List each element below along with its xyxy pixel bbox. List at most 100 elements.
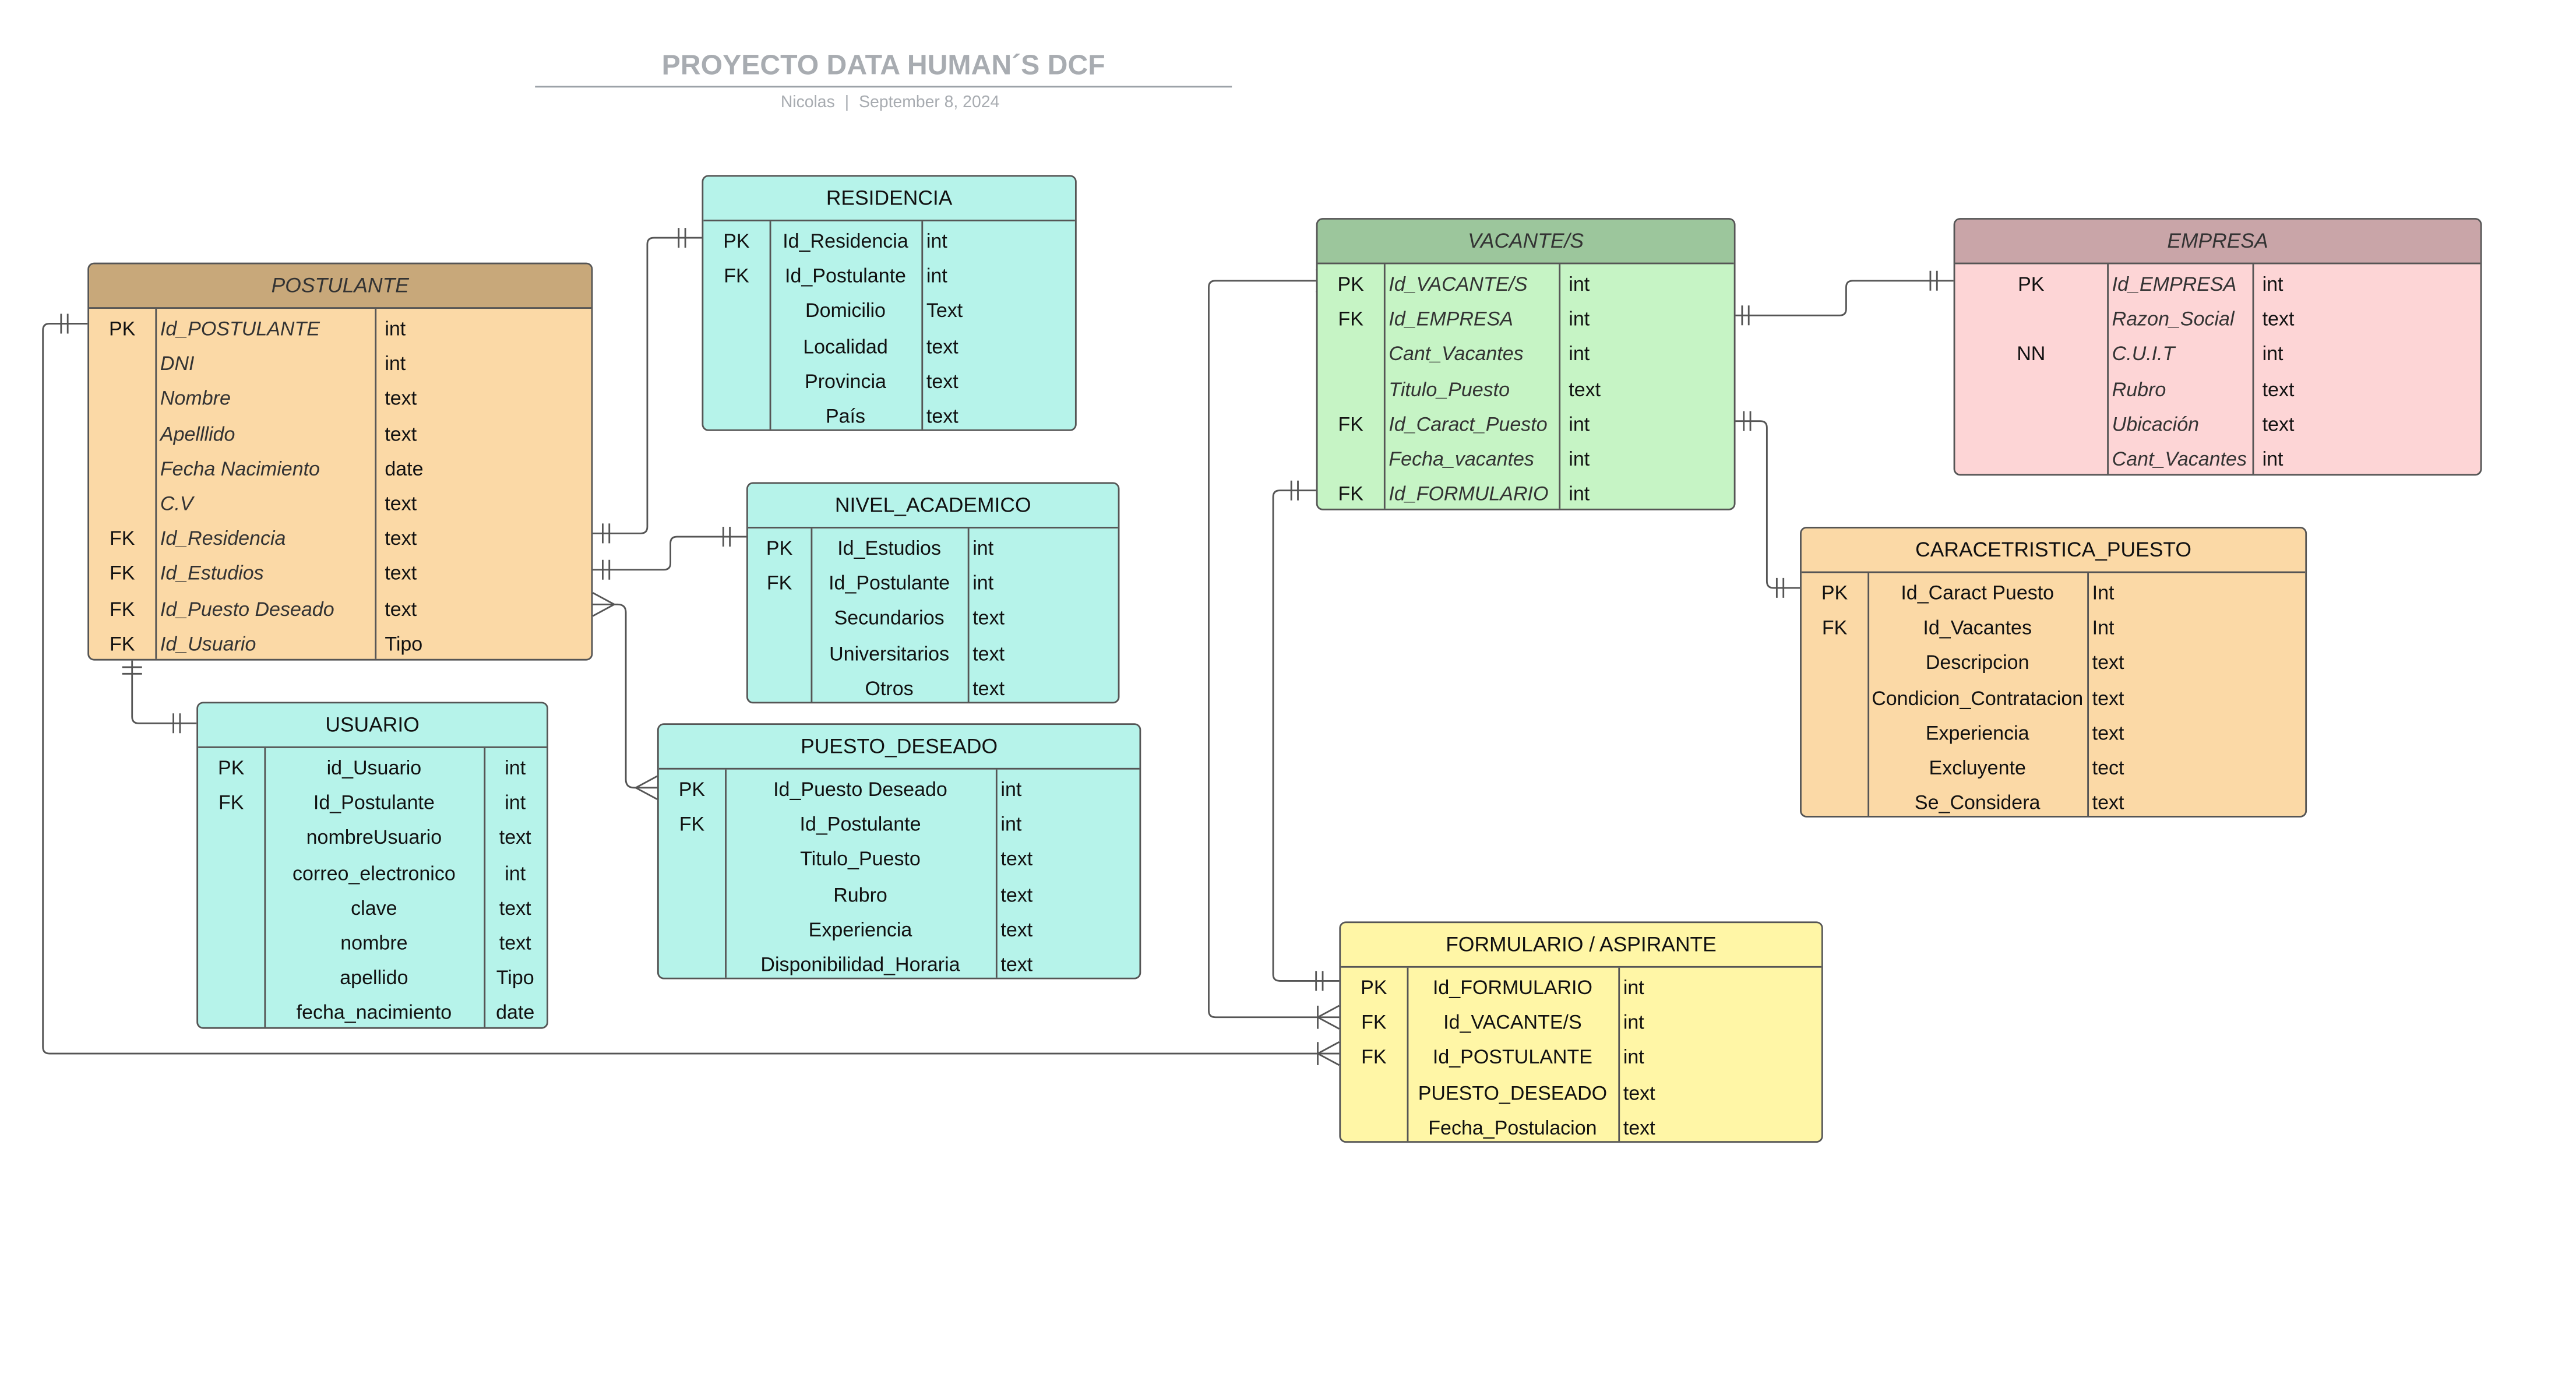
field-type: text: [385, 527, 417, 551]
field-name: Se_Considera: [1914, 791, 2041, 815]
field-name: correo_electronico: [293, 861, 456, 885]
field-type: text: [499, 896, 531, 920]
field-key: FK: [1821, 616, 1848, 640]
field-name: Provincia: [805, 369, 886, 393]
field-name: Id_POSTULANTE: [160, 317, 320, 340]
field-type: text: [1000, 953, 1033, 976]
field-type: text: [1000, 847, 1033, 871]
many-marker: [1316, 1005, 1340, 1030]
field-name: Experiencia: [808, 917, 912, 941]
field-type: text: [972, 677, 1005, 700]
field-key: PK: [766, 537, 793, 560]
field-key: [1318, 442, 1384, 477]
field-type: text: [385, 387, 417, 410]
field-type: Int: [2092, 581, 2115, 605]
field-type: text: [972, 642, 1005, 665]
column-divider: [484, 748, 486, 1027]
field-key: [1341, 1076, 1407, 1111]
field-type: int: [972, 572, 994, 595]
field-type: text: [385, 562, 417, 586]
field-name: Rubro: [833, 882, 887, 906]
field-name: Id_Usuario: [160, 632, 256, 656]
field-type: int: [972, 537, 994, 560]
field-type: int: [926, 264, 947, 288]
field-type: int: [1623, 1010, 1644, 1034]
field-key: [1802, 646, 1867, 681]
field-type: int: [1569, 447, 1590, 471]
entity-header: VACANTE/S: [1317, 219, 1734, 265]
field-type: int: [385, 352, 406, 375]
field-name: PUESTO_DESEADO: [1418, 1081, 1608, 1104]
